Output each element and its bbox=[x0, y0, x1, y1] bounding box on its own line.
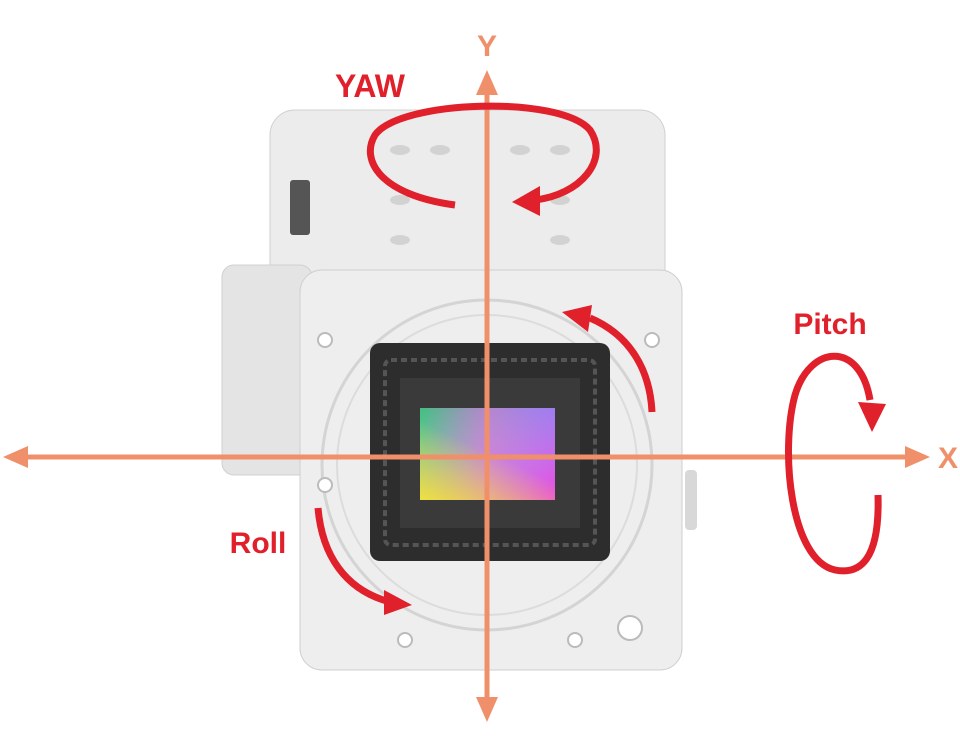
axes bbox=[3, 70, 930, 722]
y-axis-arrow-top bbox=[476, 70, 498, 95]
yaw-rotation-arrow bbox=[366, 102, 600, 216]
side-port bbox=[290, 180, 310, 235]
y-axis-arrow-bottom bbox=[476, 697, 498, 722]
image-sensor bbox=[370, 343, 610, 561]
yaw-label: YAW bbox=[335, 68, 406, 104]
roll-rotation-arrow bbox=[314, 305, 656, 615]
x-axis-arrow-left bbox=[3, 446, 28, 468]
roll-label: Roll bbox=[230, 527, 287, 560]
y-axis-label: Y bbox=[477, 30, 497, 63]
pitch-label: Pitch bbox=[793, 308, 866, 341]
pitch-rotation-arrow bbox=[785, 352, 886, 575]
top-holes bbox=[390, 145, 570, 245]
x-axis-label: X bbox=[938, 442, 958, 475]
x-axis-arrow-right bbox=[905, 446, 930, 468]
